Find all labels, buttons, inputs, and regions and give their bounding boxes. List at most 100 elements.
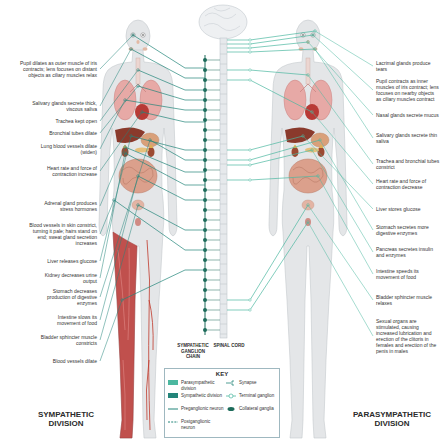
target-marker [124,99,127,102]
vertebra-segment [220,264,227,265]
effect-label: Trachea and bronchial tubes constrict [376,158,440,170]
vertebra-segment [220,64,227,65]
ganglion [203,58,207,62]
terminal-ganglion [249,51,251,53]
target-marker [130,135,133,138]
division-title: PARASYMPATHETIC DIVISION [346,410,438,428]
ramus [205,200,220,201]
parasympathetic-nerve [227,80,312,112]
target-marker [314,30,317,33]
ramus [205,170,220,171]
target-marker [141,111,144,114]
legend-entry: Terminal ganglion [226,393,279,405]
legend-text: Collateral ganglia [239,406,279,412]
effect-label: Salivary glands secrete thin saliva [376,132,440,144]
effect-label: Salivary glands secrete thick, viscous s… [27,100,97,112]
vertebra-segment [220,294,227,295]
target-marker [137,69,140,72]
effect-label: Lung blood vessels dilate (widen) [39,143,97,155]
effect-label: Liver releases glucose [37,258,97,264]
leg-muscles [113,232,153,438]
parasympathetic-nerve [227,205,308,300]
brain [199,5,247,39]
effect-label: Heart rate and force of contraction decr… [376,178,440,190]
sympathetic-nerve [150,140,205,160]
target-marker [302,135,305,138]
ganglion [203,78,207,82]
ramus [205,310,220,311]
ganglion [203,308,207,312]
terminal-ganglion [249,39,251,41]
effect-label: Kidney decreases urine output [37,272,97,284]
sympathetic-nerve [138,205,205,230]
effect-label: Heart rate and force of contraction incr… [42,165,97,177]
vertebra-segment [220,224,227,225]
ganglion [203,178,207,182]
effect-label: Intestine slows its movement of food [37,314,97,326]
parasympathetic-nerve [227,140,320,160]
synapse-symbol [226,381,234,385]
leader-line [100,140,150,297]
leader-line [100,100,125,149]
legend-entry: Collateral ganglia [226,406,279,418]
ramus [205,110,220,111]
ramus [205,330,220,331]
target-marker [124,152,127,155]
legend-entry: Sympathetic division [168,393,225,405]
ramus [205,280,220,281]
legend-swatch [168,393,178,398]
structure-label: SPINAL CORD [213,343,245,349]
ganglion [203,118,207,122]
ganglion [203,218,207,222]
target-marker [311,149,314,152]
leader-line [308,75,373,164]
collateral-symbol [228,407,235,411]
effect-label: Bladder sphincter muscle constricts [37,334,97,346]
ganglion [203,138,207,142]
vertebra-segment [220,314,227,315]
ramus [205,290,220,291]
vertebra-segment [220,174,227,175]
leader-line [303,136,373,209]
leader-line [315,31,373,66]
leader-line [318,176,373,274]
ganglion [203,258,207,262]
parasympathetic-nerve [227,31,315,40]
vertebra-segment [220,334,227,335]
legend-text: Parasympathetic division [181,380,225,391]
vertebra-segment [220,324,227,325]
effect-label: Adrenal gland produces stress hormones [42,200,97,212]
leader-line [100,35,133,69]
ramus [205,90,220,91]
vertebra-segment [220,184,227,185]
ramus [205,220,220,221]
legend-entry: Preganglionic neuron [168,406,225,418]
legend-text: Sympathetic division [181,393,225,399]
target-marker [314,48,317,51]
target-marker [311,111,314,114]
terminal-ganglion [249,69,251,71]
effect-label: Stomach secretes more digestive enzymes [376,224,440,236]
vertebra-segment [220,44,227,45]
division-title: SYMPATHETIC DIVISION [28,410,104,428]
ramus [205,70,220,71]
parasympathetic-nerve [227,42,308,48]
terminal-ganglion [249,47,251,49]
effect-label: Blood vessels in skin constrict, turning… [27,222,97,246]
target-marker [137,204,140,207]
sympathetic-nerve [138,86,205,100]
ramus [205,150,220,151]
sympathetic-nerve [142,112,205,122]
postganglionic-sample [168,422,178,423]
ganglion [203,238,207,242]
leader-line [100,176,138,320]
legend-text: Synapse [239,380,279,386]
legend-sample [226,406,237,412]
parasympathetic-nerve [227,70,308,75]
legend-sample [168,419,179,425]
ramus [205,190,220,191]
leader-line [100,136,131,261]
vertebra-segment [220,304,227,305]
effect-label: Sexual organs are stimulated, causing in… [376,318,440,354]
